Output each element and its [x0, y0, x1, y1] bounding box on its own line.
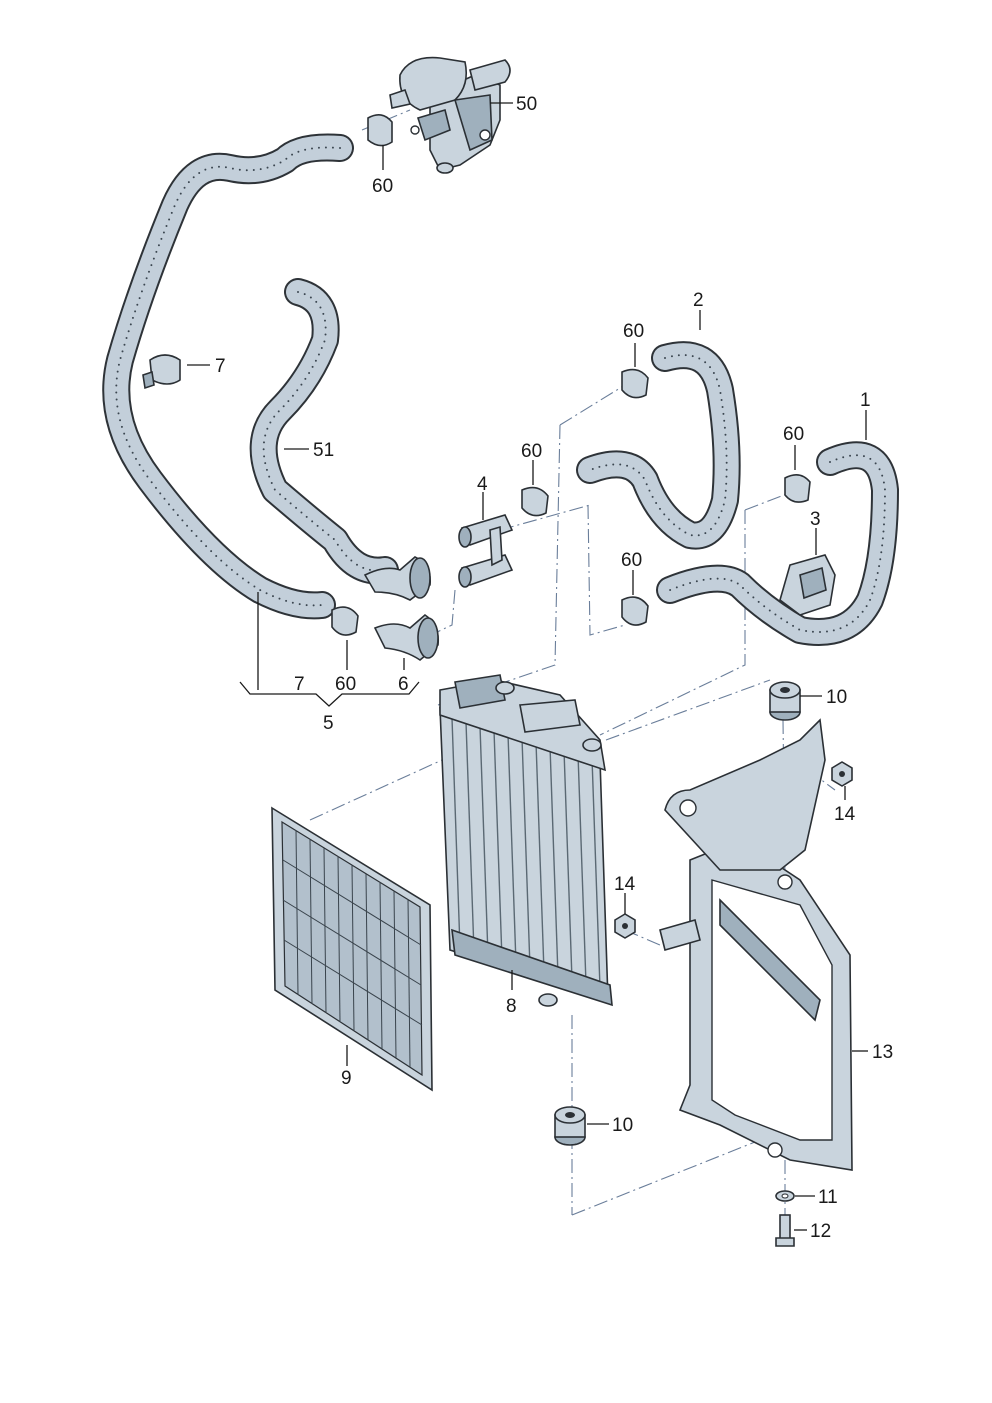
- callout-14-left: 14: [614, 874, 636, 895]
- grille-mesh: [282, 829, 423, 1068]
- callout-60-lower: 60: [621, 550, 642, 571]
- callout-60-connector: 60: [521, 441, 542, 462]
- grommet-part-10-top: [769, 681, 801, 721]
- bolt-part-12: [775, 1214, 795, 1247]
- washer-part-11: [775, 1190, 795, 1202]
- callout-7-clip: 7: [215, 356, 226, 377]
- valve-part-50: [389, 56, 511, 174]
- callout-10-bottom: 10: [612, 1115, 633, 1136]
- callout-3: 3: [810, 509, 821, 530]
- y-connector-part-4: [458, 514, 514, 588]
- callout-6: 6: [398, 674, 409, 695]
- hose-clip-hose1: [784, 474, 811, 503]
- hose-part-1: [656, 441, 899, 646]
- nut-part-14-left: [614, 913, 636, 939]
- hose-clips: [331, 114, 811, 636]
- callout-8: 8: [506, 996, 517, 1017]
- callout-50: 50: [516, 94, 537, 115]
- radiator-part-8: [439, 674, 613, 1007]
- callout-labels: 50 60 7 51 2 60 1 60 4 60 3 60 7 60 6 5 …: [215, 94, 893, 1242]
- hose-clip-connector: [521, 486, 549, 517]
- callout-60-top: 60: [372, 176, 393, 197]
- hose-clip-hose2: [621, 368, 649, 399]
- bracket-part-13: [659, 718, 853, 1171]
- p-clip-part-7: [142, 354, 181, 390]
- hose-clip-lower: [621, 596, 649, 626]
- callout-60-hose2: 60: [623, 321, 644, 342]
- grille-part-9: [271, 806, 433, 1092]
- callout-13: 13: [872, 1042, 893, 1063]
- hose-long: [102, 133, 354, 620]
- callout-2: 2: [693, 290, 704, 311]
- nut-part-14-right: [831, 761, 853, 787]
- leader-lines: [187, 102, 868, 1231]
- callout-51: 51: [313, 440, 334, 461]
- callout-5: 5: [323, 713, 334, 734]
- bracket-part-3: [779, 554, 836, 616]
- callout-4: 4: [477, 474, 488, 495]
- callout-12: 12: [810, 1221, 831, 1242]
- hose-part-2: [576, 341, 741, 550]
- callout-7-group: 7: [294, 674, 305, 695]
- radiator-fins: [451, 717, 601, 989]
- elbow-connector-part-6: [373, 613, 440, 661]
- hose-clip-group: [331, 606, 359, 636]
- callout-14-right: 14: [834, 804, 856, 825]
- callout-11: 11: [818, 1187, 838, 1208]
- callout-9: 9: [341, 1068, 352, 1089]
- elbow-connector-hose-51: [363, 556, 432, 601]
- hose-clip-top: [367, 114, 393, 147]
- grommet-part-10-bottom: [554, 1106, 586, 1146]
- callout-1: 1: [860, 390, 871, 411]
- hose-part-51: [249, 278, 399, 585]
- callout-10-top: 10: [826, 687, 847, 708]
- callout-60-hose1: 60: [783, 424, 804, 445]
- callout-60-group: 60: [335, 674, 356, 695]
